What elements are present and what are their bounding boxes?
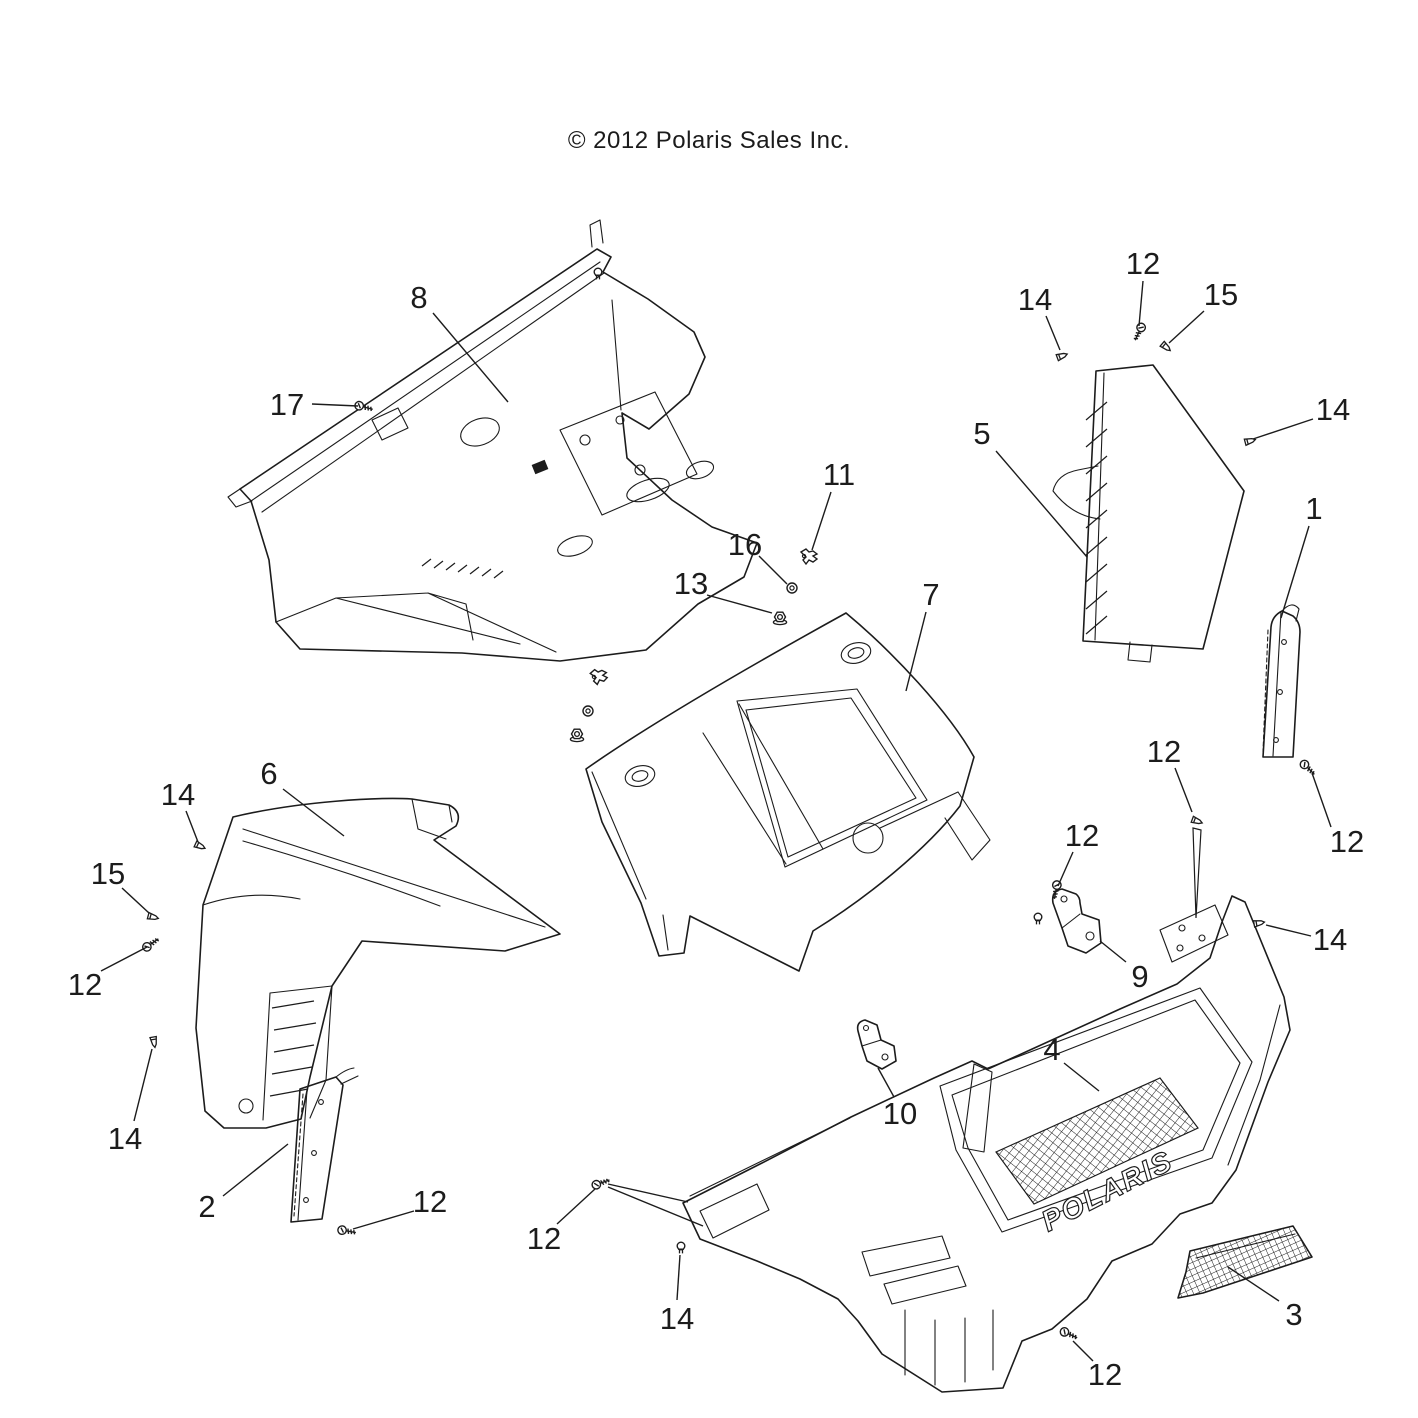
clip-fastener-icon[interactable]	[149, 1035, 159, 1049]
callout-14[interactable]: 14	[1316, 392, 1350, 427]
leader-line	[282, 788, 345, 837]
pointer-wedges	[1192, 827, 1202, 919]
part-9-bracket[interactable]	[1051, 888, 1102, 954]
clip-fastener-icon[interactable]	[1252, 918, 1266, 928]
callout-2[interactable]: 2	[198, 1189, 215, 1224]
callout-9[interactable]: 9	[1131, 959, 1148, 994]
leader-line	[1174, 767, 1193, 813]
nut-fastener-icon[interactable]	[569, 728, 585, 743]
callout-14[interactable]: 14	[1018, 282, 1052, 317]
callout-7[interactable]: 7	[922, 577, 939, 612]
leader-line	[556, 1188, 596, 1225]
callout-17[interactable]: 17	[270, 387, 304, 422]
callout-12[interactable]: 12	[1330, 824, 1364, 859]
screw-fastener-icon[interactable]	[1058, 1325, 1080, 1343]
leader-line	[1227, 1266, 1280, 1302]
callout-14[interactable]: 14	[1313, 922, 1347, 957]
leader-line	[1265, 924, 1312, 937]
nut-fastener-icon[interactable]	[772, 611, 788, 626]
leader-line	[706, 594, 773, 614]
callout-12[interactable]: 12	[1126, 246, 1160, 281]
pointer-wedge	[1192, 827, 1202, 919]
leader-line	[311, 403, 359, 407]
leader-line	[1045, 315, 1061, 351]
callout-14[interactable]: 14	[660, 1301, 694, 1336]
callout-8[interactable]: 8	[410, 280, 427, 315]
screw-fastener-icon[interactable]	[140, 934, 162, 954]
callout-12[interactable]: 12	[413, 1184, 447, 1219]
clip-fastener-icon[interactable]	[1055, 350, 1069, 362]
clip-fastener-icon[interactable]	[193, 840, 207, 852]
leader-line	[1280, 525, 1310, 619]
callout-14[interactable]: 14	[161, 777, 195, 812]
leader-line	[1252, 418, 1314, 440]
screw-fastener-icon[interactable]	[1297, 757, 1319, 779]
leader-line	[100, 946, 148, 972]
leader-line	[1311, 772, 1332, 828]
callout-3[interactable]: 3	[1285, 1297, 1302, 1332]
callout-11[interactable]: 11	[823, 457, 855, 492]
part-10-bracket[interactable]	[856, 1019, 897, 1070]
part-4-front-bumper[interactable]: POLARIS	[682, 895, 1291, 1393]
callout-16[interactable]: 16	[728, 527, 762, 562]
callout-14[interactable]: 14	[108, 1121, 142, 1156]
leader-line	[607, 1186, 704, 1227]
part-1-trim-strip-right[interactable]	[1262, 604, 1301, 758]
leader-line	[877, 1067, 895, 1098]
leader-line	[1138, 280, 1144, 327]
part-7-hood[interactable]	[585, 612, 991, 972]
callout-15[interactable]: 15	[1204, 277, 1238, 312]
callout-13[interactable]: 13	[674, 566, 708, 601]
leader-line	[1168, 310, 1205, 344]
callout-10[interactable]: 10	[883, 1096, 917, 1131]
rivet-fastener-icon[interactable]	[1033, 912, 1043, 926]
rivet-fastener-icon[interactable]	[676, 1241, 686, 1255]
callout-12[interactable]: 12	[1088, 1357, 1122, 1392]
leader-line	[185, 810, 199, 843]
leader-line	[758, 555, 788, 585]
callout-12[interactable]: 12	[1147, 734, 1181, 769]
bigclip-fastener-icon[interactable]	[800, 548, 818, 565]
part-3-grille[interactable]	[1177, 1225, 1313, 1299]
part-6-front-fender[interactable]	[195, 797, 561, 1129]
washer-fastener-icon[interactable]	[582, 705, 594, 717]
leader-line	[222, 1143, 289, 1197]
leader-line	[121, 887, 150, 914]
leader-line	[1072, 1340, 1094, 1362]
callout-5[interactable]: 5	[973, 416, 990, 451]
part-5-side-panel[interactable]	[1052, 364, 1245, 663]
callout-12[interactable]: 12	[68, 967, 102, 1002]
callout-4[interactable]: 4	[1043, 1032, 1060, 1067]
clip-fastener-icon[interactable]	[146, 911, 160, 923]
leader-lines	[100, 280, 1332, 1362]
callout-12[interactable]: 12	[1065, 818, 1099, 853]
leader-line	[1063, 1062, 1100, 1092]
leader-line	[133, 1048, 153, 1122]
screw-fastener-icon[interactable]	[590, 1175, 612, 1191]
callout-6[interactable]: 6	[260, 756, 277, 791]
screw-fastener-icon[interactable]	[353, 399, 375, 415]
leader-line	[676, 1254, 681, 1301]
washer-fastener-icon[interactable]	[786, 582, 798, 594]
bigclip-fastener-icon[interactable]	[589, 667, 609, 686]
clip-fastener-icon[interactable]	[1190, 815, 1204, 827]
clip-fastener-icon[interactable]	[1159, 340, 1173, 354]
copyright-text: © 2012 Polaris Sales Inc.	[567, 127, 851, 154]
callout-15[interactable]: 15	[91, 856, 125, 891]
callout-12[interactable]: 12	[527, 1221, 561, 1256]
leader-line	[1057, 851, 1074, 887]
leader-line	[607, 1183, 689, 1203]
leader-line	[352, 1210, 415, 1230]
screw-fastener-icon[interactable]	[336, 1224, 358, 1238]
part-8-dash-panel[interactable]	[227, 219, 758, 662]
leader-line	[432, 312, 509, 403]
leader-line	[811, 491, 832, 551]
leader-line	[905, 611, 927, 692]
leader-line	[1099, 940, 1127, 963]
callout-1[interactable]: 1	[1305, 491, 1322, 526]
leader-line	[995, 450, 1088, 558]
part-2-trim-strip-left[interactable]	[290, 1067, 359, 1223]
